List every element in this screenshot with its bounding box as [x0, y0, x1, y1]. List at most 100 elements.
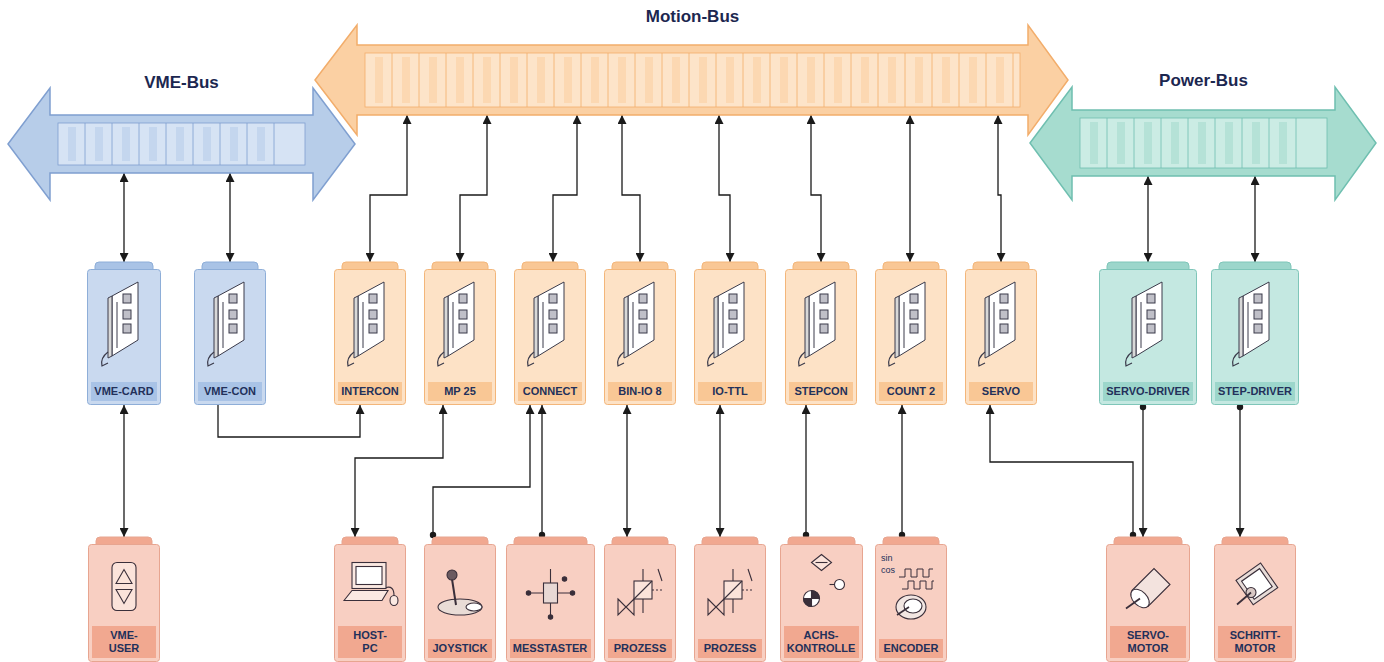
updown-icon: [112, 563, 136, 611]
card-icon: [799, 282, 835, 366]
label-strip: HOST-PC: [338, 626, 402, 658]
box-body: [1100, 270, 1197, 405]
box-body: [695, 270, 766, 405]
device-name: SCHRITT- MOTOR: [1230, 629, 1281, 655]
box-body: [695, 545, 766, 662]
box-body: [195, 270, 266, 405]
device-name: ACHS- KONTROLLE: [787, 629, 855, 655]
device-name: PROZESS: [704, 642, 757, 655]
label-strip: ENCODER: [879, 639, 943, 658]
bus-title: VME-Bus: [50, 72, 313, 94]
card-icon: [1126, 282, 1162, 366]
plug-in-card: VME-CON: [194, 262, 266, 405]
card-name: STEP-DRIVER: [1218, 385, 1292, 398]
device-box: PROZESS: [694, 537, 766, 662]
plug-in-card: CONNECT: [514, 262, 586, 405]
card-name: VME-CON: [204, 385, 256, 398]
axis-icon: [803, 555, 844, 607]
device-box: ACHS- KONTROLLE: [780, 537, 863, 662]
card-icon: [528, 282, 564, 366]
device-box: SCHRITT- MOTOR: [1214, 537, 1296, 662]
label-strip: JOYSTICK: [428, 639, 492, 658]
card-icon: [708, 282, 744, 366]
device-name: PROZESS: [614, 642, 667, 655]
servo-icon: [1126, 569, 1170, 612]
device-name: SERVO- MOTOR: [1127, 629, 1169, 655]
plug-in-card: MP 25: [424, 262, 496, 405]
card-icon: [208, 282, 244, 366]
connector-arrow: [541, 405, 542, 537]
plug-in-card: COUNT 2: [875, 262, 947, 405]
device-name: MESSTASTER: [513, 642, 587, 655]
label-strip: SERVO-DRIVER: [1103, 382, 1193, 401]
plug-in-card: IO-TTL: [694, 262, 766, 405]
label-strip: MP 25: [428, 382, 492, 401]
card-name: VME-CARD: [94, 385, 153, 398]
label-strip: PROZESS: [698, 639, 762, 658]
connector-arrow: [901, 405, 902, 537]
device-name: HOST-PC: [353, 629, 387, 655]
box-body: [605, 270, 676, 405]
signal-name: sin: [881, 553, 893, 563]
connector-arrow: [370, 115, 407, 262]
box-body: [605, 545, 676, 662]
plug-in-card: INTERCON: [334, 262, 406, 405]
pc-icon: [344, 563, 398, 606]
box-body: [876, 270, 947, 405]
device-name: ENCODER: [883, 642, 938, 655]
box-body: [506, 545, 594, 662]
bus-slots: [1080, 118, 1327, 168]
connector-arrow: [355, 405, 443, 537]
device-name: VME-USER: [109, 629, 140, 655]
joystick-icon: [438, 570, 482, 615]
card-name: IO-TTL: [712, 385, 747, 398]
device-box: PROZESS: [604, 537, 676, 662]
relay-icon: [618, 569, 662, 615]
connector-arrow: [1254, 176, 1255, 262]
label-strip: VME-CON: [198, 382, 262, 401]
label-strip: COUNT 2: [879, 382, 943, 401]
probe-icon: [526, 569, 574, 619]
plug-in-card: SERVO-DRIVER: [1099, 262, 1197, 405]
connector-arrow: [1239, 405, 1240, 537]
box-body: [425, 545, 496, 662]
connector-arrow: [123, 173, 124, 262]
card-icon: [102, 282, 138, 366]
connector-arrow: [719, 115, 730, 262]
plug-in-card: STEP-DRIVER: [1211, 262, 1299, 405]
device-name: JOYSTICK: [432, 642, 487, 655]
label-strip: SCHRITT- MOTOR: [1218, 626, 1292, 658]
stepper-icon: [1236, 563, 1278, 605]
connector-arrow: [909, 115, 910, 262]
label-strip: SERVO: [969, 382, 1033, 401]
connector-arrow: [805, 405, 806, 537]
bus-slots: [58, 123, 305, 165]
box-body: [1215, 545, 1296, 662]
bus-arrow: [315, 25, 1068, 135]
box-body: [966, 270, 1037, 405]
label-strip: MESSTASTER: [510, 639, 591, 658]
device-box: JOYSTICK: [424, 537, 496, 662]
box-body: [425, 270, 496, 405]
connector-arrow: [622, 115, 640, 262]
encoder-icon: [896, 569, 934, 619]
card-name: COUNT 2: [887, 385, 935, 398]
bus-arrow: [1030, 87, 1376, 200]
box-body: [515, 270, 586, 405]
label-strip: CONNECT: [518, 382, 582, 401]
box-body: [88, 270, 161, 405]
connector-arrow: [218, 405, 360, 437]
box-body: [335, 270, 406, 405]
label-strip: INTERCON: [338, 382, 402, 401]
label-strip: VME-CARD: [91, 382, 157, 401]
box-body: [1212, 270, 1299, 405]
label-strip: ACHS- KONTROLLE: [784, 626, 859, 658]
card-name: SERVO-DRIVER: [1106, 385, 1190, 398]
plug-in-card: SERVO: [965, 262, 1037, 405]
connector-arrow: [1142, 405, 1143, 537]
connector-arrow: [719, 405, 720, 537]
bus-arrow: [8, 88, 355, 200]
card-name: SERVO: [982, 385, 1020, 398]
label-strip: VME-USER: [92, 626, 156, 658]
